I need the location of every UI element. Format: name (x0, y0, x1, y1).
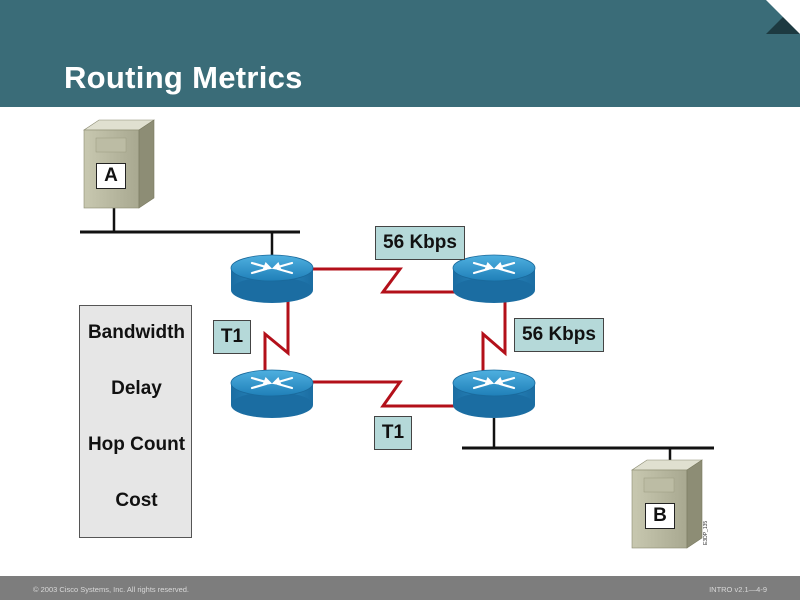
link-label-left: T1 (213, 320, 251, 354)
link-left-t1 (263, 300, 290, 372)
link-right-56kbps (481, 300, 507, 372)
slide-title: Routing Metrics (64, 60, 303, 95)
link-bottom-t1 (313, 380, 455, 408)
router-top-left[interactable] (229, 253, 315, 305)
metrics-list: Bandwidth Delay Hop Count Cost (79, 305, 192, 538)
diagram-code: E3DP_135 (703, 520, 709, 545)
metric-delay: Delay (111, 378, 162, 399)
router-bottom-left[interactable] (229, 368, 315, 420)
link-label-right: 56 Kbps (514, 318, 604, 352)
link-label-top: 56 Kbps (375, 226, 465, 260)
host-a-label: A (96, 163, 126, 189)
footer-course: INTRO v2.1—4-9 (709, 585, 767, 594)
metric-hop-count: Hop Count (87, 434, 186, 455)
slide-footer: © 2003 Cisco Systems, Inc. All rights re… (0, 576, 800, 600)
network-diagram (80, 119, 714, 549)
metric-bandwidth: Bandwidth (87, 322, 186, 343)
slide-header: Routing Metrics (0, 0, 800, 107)
host-b-label: B (645, 503, 675, 529)
footer-copyright: © 2003 Cisco Systems, Inc. All rights re… (33, 585, 190, 594)
header-corner (766, 0, 800, 34)
router-bottom-right[interactable] (451, 368, 537, 420)
link-label-bottom: T1 (374, 416, 412, 450)
link-top-56kbps (313, 267, 455, 294)
router-top-right[interactable] (451, 253, 537, 305)
metric-cost: Cost (115, 490, 158, 511)
